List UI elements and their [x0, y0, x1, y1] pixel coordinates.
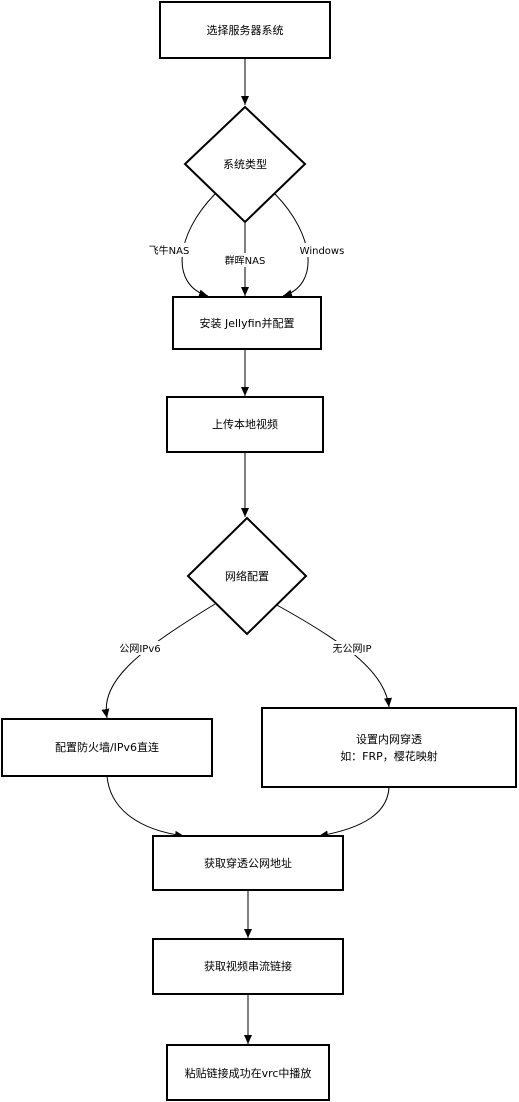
edge-label-qunhui-nas: 群晖NAS [225, 254, 266, 267]
node-label-tunnel-line2: 如：FRP，樱花映射 [340, 749, 438, 763]
edge-labels: 飞牛NAS 群晖NAS Windows 公网IPv6 无公网IP [114, 243, 377, 655]
node-paste-play: 粘贴链接成功在vrc中播放 [166, 1044, 330, 1101]
node-network-config: 网络配置 [186, 516, 308, 636]
node-upload-video: 上传本地视频 [166, 396, 324, 453]
node-system-type: 系统类型 [183, 105, 307, 224]
edge-label-windows: Windows [300, 246, 345, 257]
node-install-jellyfin: 安装 Jellyfin并配置 [172, 296, 322, 350]
node-intranet-tunnel: 设置内网穿透 如：FRP，樱花映射 [261, 707, 517, 788]
edge-label-public-ipv6: 公网IPv6 [119, 643, 160, 655]
edge-tunnel-to-public-address [318, 786, 390, 839]
edge-network-to-firewall [101, 603, 216, 719]
node-label-get-public-address: 获取穿透公网地址 [204, 856, 292, 870]
node-label-network-config: 网络配置 [225, 569, 269, 583]
node-label-upload-video: 上传本地视频 [212, 417, 278, 431]
edge-label-feiniu-nas: 飞牛NAS [149, 244, 190, 257]
node-label-system-type: 系统类型 [223, 157, 267, 171]
node-label-firewall-ipv6: 配置防火墙/IPv6直连 [55, 740, 159, 754]
node-firewall-ipv6: 配置防火墙/IPv6直连 [1, 718, 213, 777]
node-select-system: 选择服务器系统 [159, 1, 331, 59]
node-label-get-stream-link: 获取视频串流链接 [204, 959, 292, 973]
node-label-select-system: 选择服务器系统 [207, 23, 284, 37]
node-get-public-address: 获取穿透公网地址 [152, 835, 344, 891]
edge-network-to-tunnel [274, 603, 392, 708]
edge-label-no-public-ip: 无公网IP [333, 643, 372, 655]
node-label-install-jellyfin: 安装 Jellyfin并配置 [199, 316, 294, 330]
node-label-paste-play: 粘贴链接成功在vrc中播放 [185, 1066, 312, 1080]
edges [101, 58, 392, 1044]
node-label-tunnel-line1: 设置内网穿透 [356, 732, 422, 746]
edge-firewall-to-public-address [106, 775, 185, 839]
node-get-stream-link: 获取视频串流链接 [152, 938, 344, 995]
